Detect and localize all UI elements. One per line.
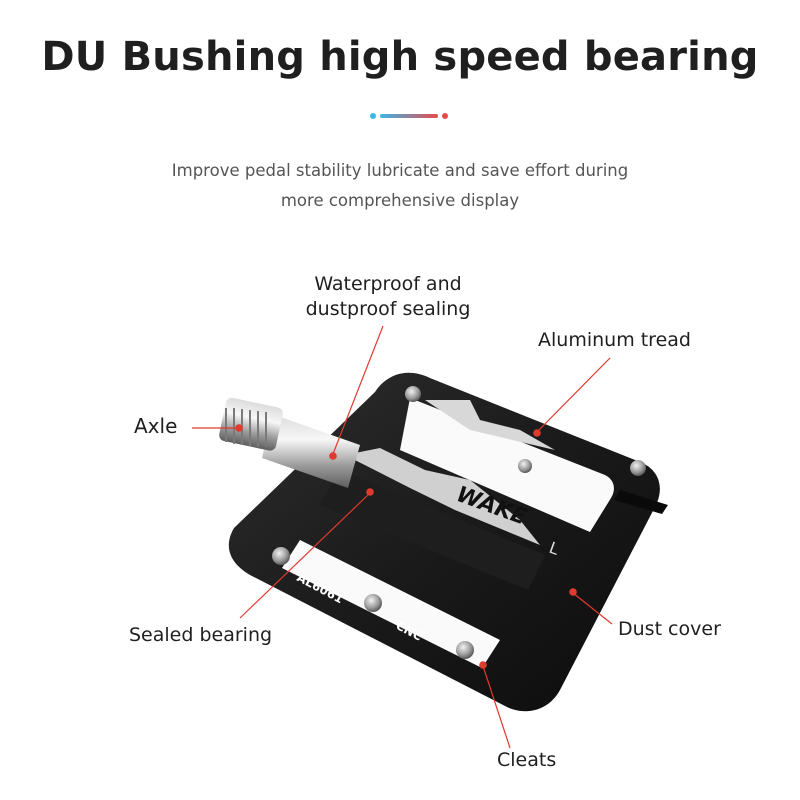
axle-shaft bbox=[219, 397, 360, 488]
callout-waterproof-line-2: dustproof sealing bbox=[305, 298, 471, 320]
subtitle-line-2: more comprehensive display bbox=[280, 191, 520, 210]
page-title: DU Bushing high speed bearing bbox=[41, 34, 759, 80]
cleat-pins bbox=[272, 386, 646, 659]
divider-gradient-bar bbox=[380, 114, 438, 118]
callout-waterproof-line-1: Waterproof and bbox=[314, 273, 462, 295]
divider-dot-red bbox=[442, 113, 448, 119]
callout-waterproof-sealing: Waterproof and dustproof sealing bbox=[290, 272, 486, 322]
callout-leaders bbox=[192, 325, 613, 749]
callout-axle: Axle bbox=[134, 414, 178, 438]
divider-dot-blue bbox=[370, 113, 376, 119]
subtitle: Improve pedal stability lubricate and sa… bbox=[100, 156, 700, 216]
callout-sealed-bearing: Sealed bearing bbox=[129, 624, 273, 646]
callout-dust-cover: Dust cover bbox=[618, 618, 721, 640]
subtitle-line-1: Improve pedal stability lubricate and sa… bbox=[171, 161, 629, 180]
callout-cleats: Cleats bbox=[497, 749, 557, 771]
callout-aluminum-tread: Aluminum tread bbox=[538, 329, 691, 351]
title-divider bbox=[370, 112, 450, 120]
